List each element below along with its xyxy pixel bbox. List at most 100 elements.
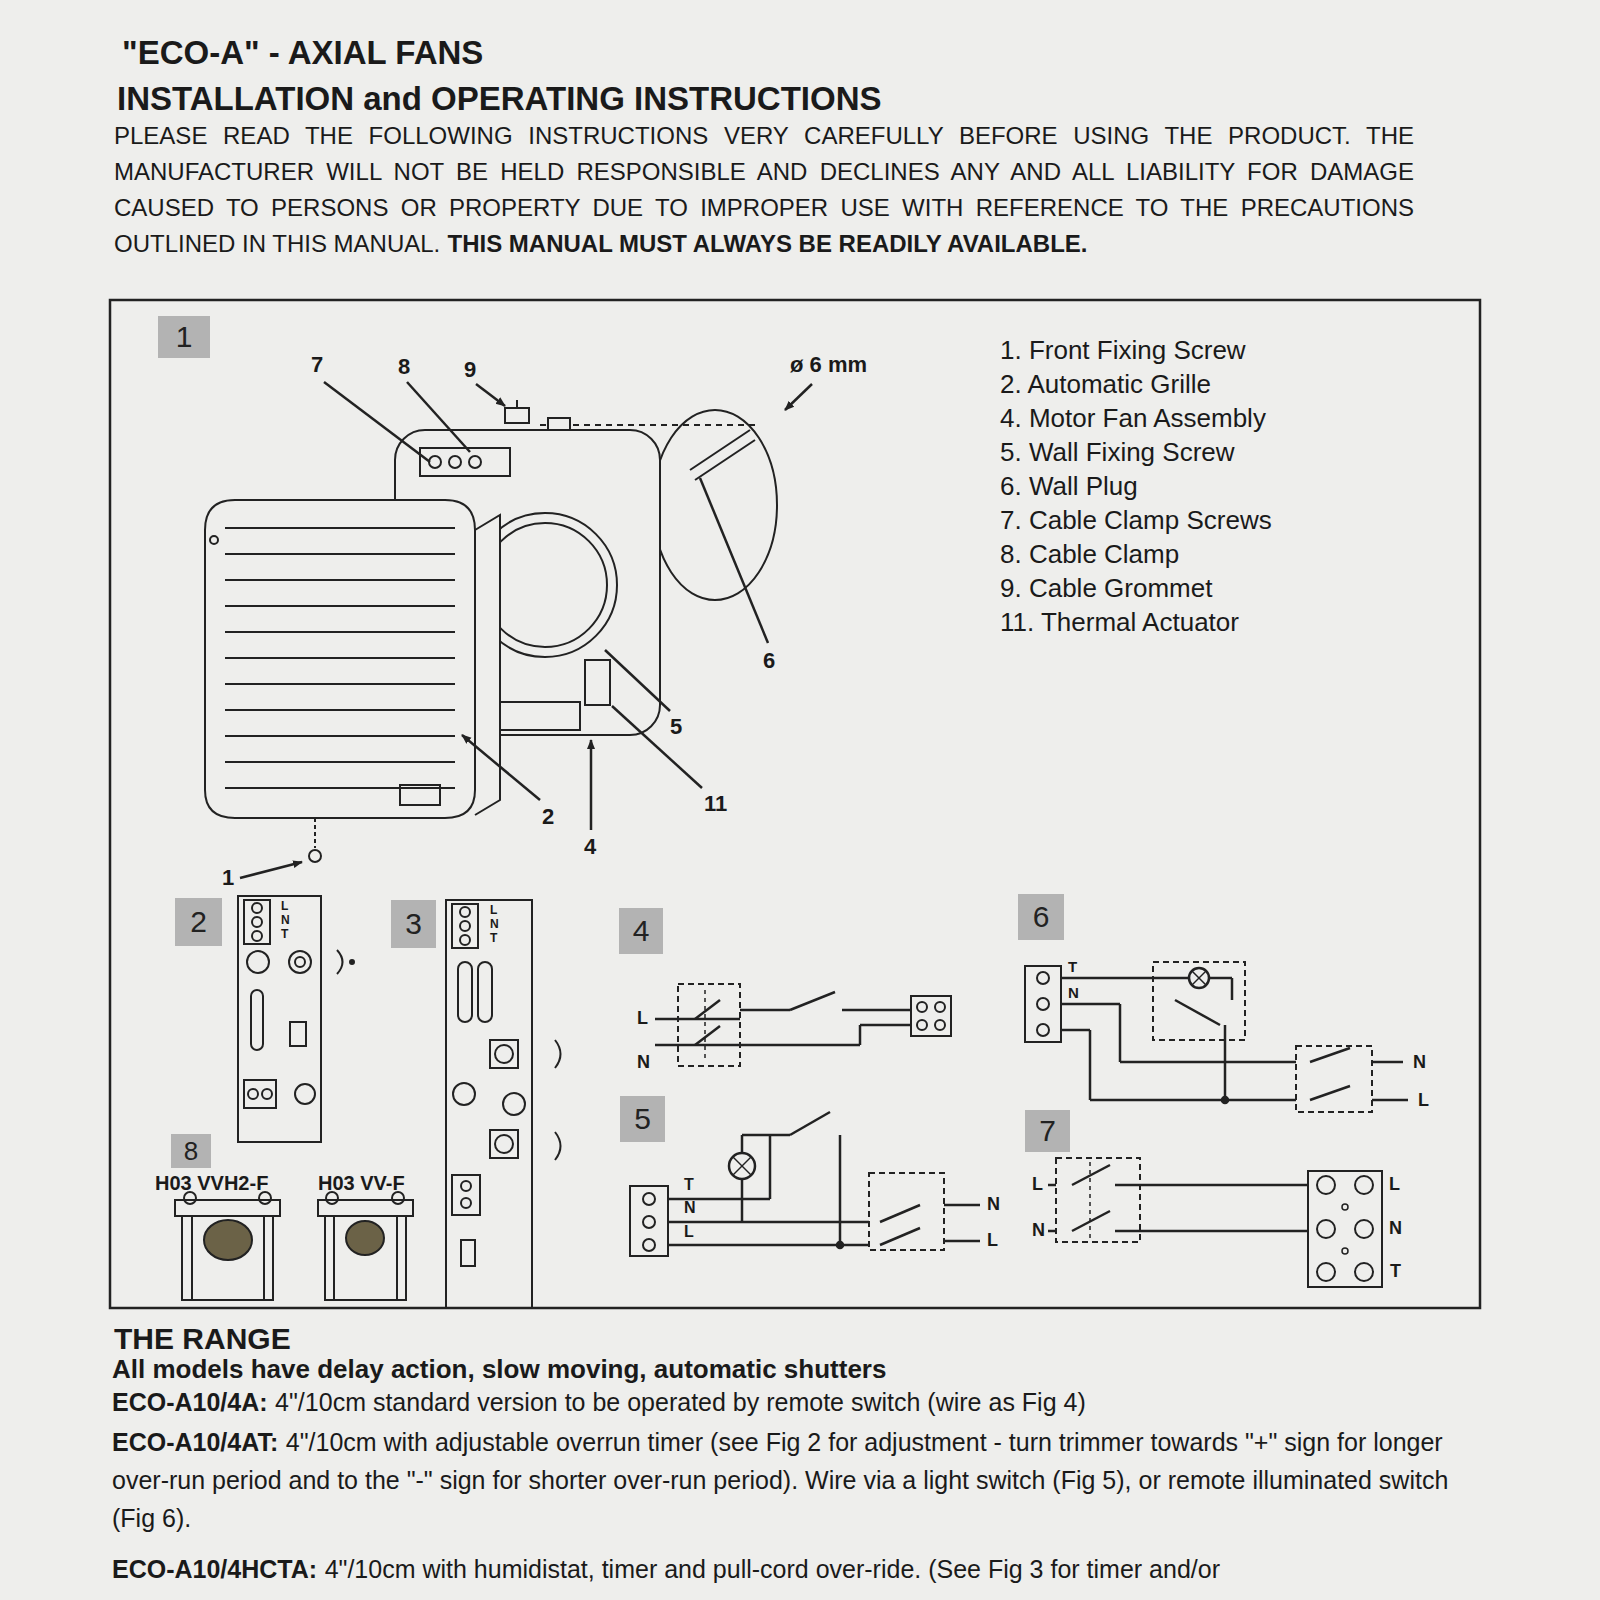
model-name: ECO-A10/4AT: [112, 1428, 278, 1456]
cable-clamp [263, 1216, 265, 1300]
fan-illustration [205, 500, 475, 818]
leader-line [324, 382, 430, 462]
circuit-board [452, 1175, 480, 1215]
circuit-board [446, 900, 561, 1308]
wiring-diagram [1310, 1086, 1350, 1100]
wiring-diagram [668, 1198, 770, 1201]
fan-illustration [516, 400, 518, 408]
wiring-diagram [769, 1135, 772, 1199]
wiring-diagram [935, 1002, 945, 1012]
cable-clamp [175, 1200, 280, 1216]
leader-line [462, 735, 540, 800]
wiring-diagram [917, 1002, 927, 1012]
circuit-board [460, 907, 470, 917]
cable-clamp [182, 1216, 273, 1300]
parts-list-item: 4. Motor Fan Assembly [1000, 404, 1266, 434]
fan-illustration [469, 456, 481, 468]
wiring-diagram [1231, 978, 1234, 1000]
wiring-diagram [1025, 962, 1408, 1112]
circuit-board [244, 900, 270, 944]
callout-number: 9 [464, 357, 476, 382]
wire-label: N [684, 1199, 696, 1217]
wiring-diagram [1061, 1029, 1090, 1032]
wire-label: T [684, 1176, 694, 1194]
cable-type-label: H03 VV-F [318, 1172, 405, 1195]
range-entry: ECO-A10/4AT:4"/10cm with adjustable over… [112, 1423, 1492, 1537]
leader-line [407, 382, 470, 452]
leader-line [590, 740, 593, 830]
fan-illustration [225, 735, 455, 737]
wiring-diagram [643, 1216, 655, 1228]
section-heading: THE RANGE [114, 1322, 291, 1357]
model-description: 4"/10cm with adjustable overrun timer (s… [112, 1428, 1448, 1532]
circuit-board [244, 1080, 276, 1108]
wire-label: L [1032, 1174, 1043, 1195]
range-entry: ECO-A10/4HCTA:4"/10cm with humidistat, t… [112, 1550, 1492, 1588]
wiring-diagram [733, 1157, 751, 1175]
wiring-diagram [1048, 1184, 1056, 1187]
leader-line [240, 862, 302, 878]
figure-number: 4 [633, 916, 650, 946]
wiring-diagram [880, 1205, 920, 1222]
wiring-diagram [1072, 1165, 1110, 1185]
leader-line [612, 706, 702, 788]
circuit-board [248, 1089, 258, 1099]
wiring-diagram [630, 1186, 668, 1256]
wiring-diagram [1308, 1171, 1382, 1287]
circuit-board [252, 931, 262, 941]
model-name: ECO-A10/4HCTA: [112, 1555, 317, 1583]
callout-number: 11 [704, 791, 727, 816]
circuit-board [262, 1089, 272, 1099]
fan-illustration [548, 418, 570, 430]
wiring-diagram [911, 996, 951, 1036]
cable-clamp [204, 1220, 252, 1260]
fan-illustration [540, 424, 760, 426]
wiring-diagram [742, 1134, 790, 1137]
fan-illustration [225, 553, 455, 555]
wiring-diagram [1089, 1162, 1091, 1238]
wiring-diagram [1089, 1030, 1092, 1100]
circuit-board [295, 1084, 315, 1104]
parts-list-item: 5. Wall Fixing Screw [1000, 438, 1235, 468]
circuit-board [461, 1240, 475, 1266]
circuit-board [350, 960, 354, 964]
figure-number-tag: 3 [391, 900, 436, 948]
wiring-diagram [678, 984, 740, 1066]
wiring-diagram [944, 1240, 980, 1243]
wiring-diagram [630, 1112, 980, 1256]
wiring-diagram [1119, 1004, 1122, 1062]
wiring-diagram [1224, 1025, 1227, 1100]
cable-clamp [346, 1221, 384, 1255]
cable-type-label: H03 VVH2-F [155, 1172, 268, 1195]
circuit-board [495, 1135, 513, 1153]
figure-number-tag: 4 [619, 908, 663, 954]
wiring-diagram [1222, 1097, 1228, 1103]
figure-number: 6 [1033, 902, 1050, 932]
callout-number: 4 [584, 834, 596, 859]
callout-number: 1 [222, 865, 234, 890]
circuit-board [461, 1198, 471, 1208]
model-description: 4"/10cm standard version to be operated … [275, 1388, 1086, 1416]
wiring-diagram [741, 1179, 744, 1222]
wiring-diagram [842, 1009, 911, 1012]
wire-label: L [637, 1008, 648, 1029]
figure-number-tag: 5 [620, 1096, 665, 1142]
figure-frame [110, 300, 1480, 1308]
cable-clamp [396, 1216, 398, 1300]
wiring-diagram [1048, 1158, 1382, 1287]
cable-clamp [325, 1216, 406, 1300]
circuit-board [446, 900, 532, 1308]
wiring-diagram [1317, 1176, 1335, 1194]
fan-illustration [505, 408, 529, 423]
wiring-diagram [1317, 1263, 1335, 1281]
wiring-diagram [917, 1020, 927, 1030]
wiring-diagram [655, 1062, 740, 1065]
wiring-diagram [880, 1228, 920, 1245]
fan-illustration [653, 410, 777, 600]
wiring-diagram [1355, 1220, 1373, 1238]
terminal-label: T [490, 932, 497, 946]
figure-number: 3 [405, 909, 422, 939]
callout-number: 8 [398, 354, 410, 379]
circuit-board [252, 903, 262, 913]
